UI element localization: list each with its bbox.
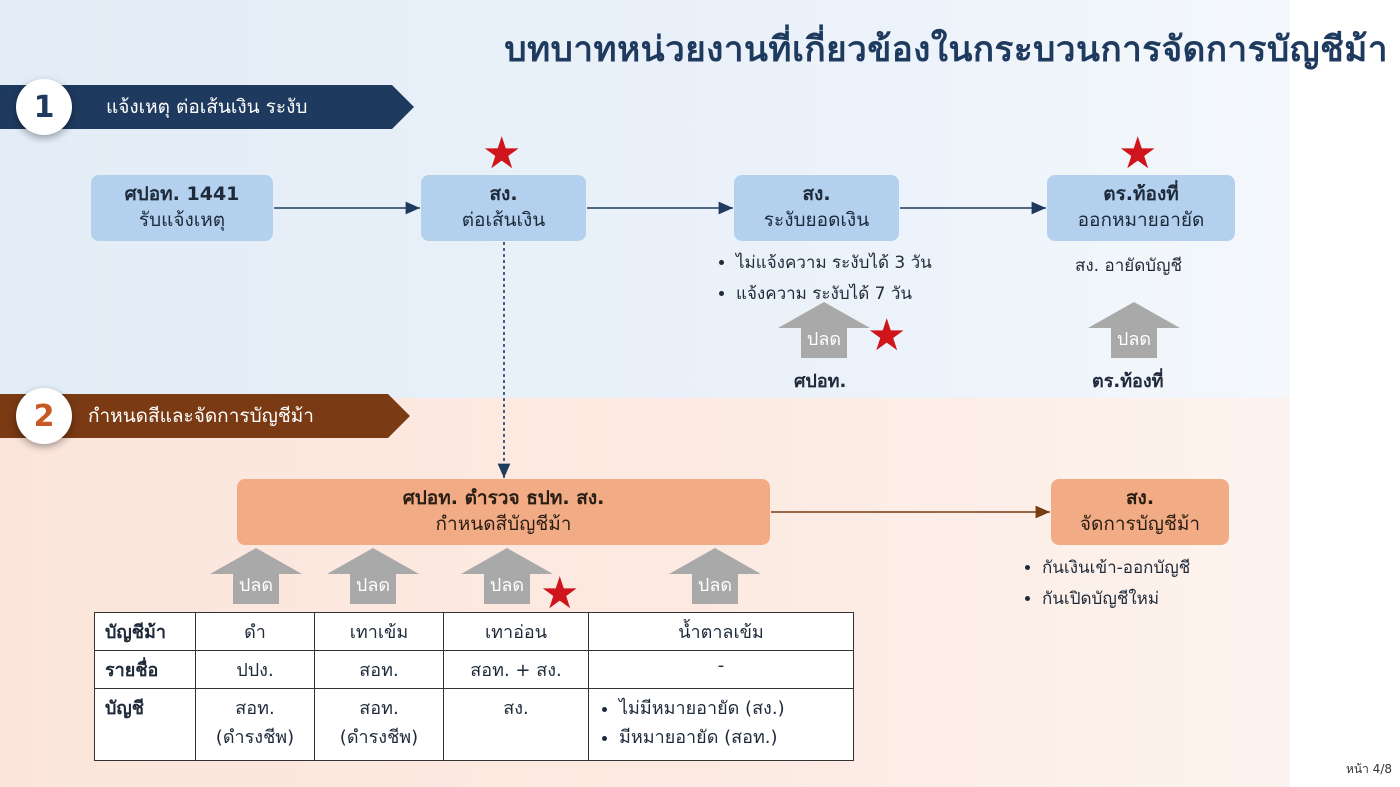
box-manage-accounts-line2: จัดการบัญชีม้า: [1079, 513, 1201, 535]
box-issue-warrant: ตร.ท้องที่ ออกหมายอายัด: [1047, 175, 1235, 241]
release-label: ปลด: [806, 329, 842, 350]
table-cell: สอท. + สง.: [443, 650, 589, 689]
release-label: ปลด: [238, 575, 274, 596]
list-item: กันเปิดบัญชีใหม่: [1042, 585, 1190, 612]
list-item: กันเงินเข้า-ออกบัญชี: [1042, 554, 1190, 581]
list-item: แจ้งความ ระงับได้ 7 วัน: [736, 280, 932, 307]
release-actor-local-police: ตร.ท้องที่: [1092, 371, 1164, 392]
release-label: ปลด: [489, 575, 525, 596]
box-trace-money-line1: สง.: [489, 183, 518, 206]
box-classify-accounts-line2: กำหนดสีบัญชีม้า: [435, 513, 572, 535]
box-report-center: ศปอท. 1441 รับแจ้งเหตุ: [91, 175, 273, 241]
table-cell: ปปง.: [195, 650, 315, 689]
release-up-arrow-icon: ปลด: [669, 548, 761, 604]
box-manage-accounts: สง. จัดการบัญชีม้า: [1051, 479, 1229, 545]
manage-actions-list: กันเงินเข้า-ออกบัญชี กันเปิดบัญชีใหม่: [1020, 554, 1190, 616]
table-header-cell: เทาอ่อน: [443, 612, 589, 651]
table-row: บัญชีม้า ดำ เทาเข้ม เทาอ่อน น้ำตาลเข้ม: [94, 612, 854, 651]
box-issue-warrant-line2: ออกหมายอายัด: [1077, 209, 1205, 231]
section-1-label: แจ้งเหตุ ต่อเส้นเงิน ระงับ: [106, 96, 308, 118]
table-cell: -: [588, 650, 854, 689]
release-label: ปลด: [697, 575, 733, 596]
box-trace-money-line2: ต่อเส้นเงิน: [461, 209, 546, 231]
table-row-label: รายชื่อ: [94, 650, 196, 689]
freeze-conditions-list: ไม่แจ้งความ ระงับได้ 3 วัน แจ้งความ ระงั…: [714, 249, 932, 311]
table-cell: ไม่มีหมายอายัด (สง.) มีหมายอายัด (สอท.): [588, 688, 854, 761]
release-up-arrow-icon: ปลด: [1088, 302, 1180, 358]
star-icon: ★: [867, 310, 907, 361]
list-item: ไม่แจ้งความ ระงับได้ 3 วัน: [736, 249, 932, 276]
box-classify-accounts: ศปอท. ตำรวจ ธปท. สง. กำหนดสีบัญชีม้า: [237, 479, 770, 545]
box-manage-accounts-line1: สง.: [1125, 487, 1155, 510]
section-1-banner: แจ้งเหตุ ต่อเส้นเงิน ระงับ: [0, 85, 414, 129]
table-header-cell: บัญชีม้า: [94, 612, 196, 651]
table-header-cell: ดำ: [195, 612, 315, 651]
table-cell: สอท. (ดำรงชีพ): [195, 688, 315, 761]
box-report-center-line1: ศปอท. 1441: [124, 183, 240, 206]
star-icon: ★: [1118, 128, 1158, 179]
box-freeze-funds-line1: สง.: [802, 183, 831, 206]
page-title: บทบาทหน่วยงานที่เกี่ยวข้องในกระบวนการจัด…: [504, 30, 1388, 70]
mule-account-table: บัญชีม้า ดำ เทาเข้ม เทาอ่อน น้ำตาลเข้ม ร…: [94, 612, 854, 761]
freeze-account-note: สง. อายัดบัญชี: [1075, 256, 1183, 276]
section-1-number: 1: [16, 79, 72, 135]
section-2-number: 2: [16, 388, 72, 444]
release-up-arrow-icon: ปลด: [778, 302, 870, 358]
box-issue-warrant-line1: ตร.ท้องที่: [1103, 183, 1179, 206]
table-cell: สอท. (ดำรงชีพ): [314, 688, 444, 761]
table-row: บัญชี สอท. (ดำรงชีพ) สอท. (ดำรงชีพ) สง. …: [94, 688, 854, 761]
table-cell: สง.: [443, 688, 589, 761]
release-up-arrow-icon: ปลด: [327, 548, 419, 604]
list-item: มีหมายอายัด (สอท.): [619, 722, 843, 751]
box-freeze-funds-line2: ระงับยอดเงิน: [763, 209, 870, 231]
release-up-arrow-icon: ปลด: [461, 548, 553, 604]
list-item: ไม่มีหมายอายัด (สง.): [619, 693, 843, 722]
release-actor-cyber: ศปอท.: [794, 371, 847, 392]
page-number: หน้า 4/8: [1346, 762, 1392, 776]
box-freeze-funds: สง. ระงับยอดเงิน: [734, 175, 899, 241]
table-header-cell: น้ำตาลเข้ม: [588, 612, 854, 651]
table-header-cell: เทาเข้ม: [314, 612, 444, 651]
box-trace-money: สง. ต่อเส้นเงิน: [421, 175, 586, 241]
star-icon: ★: [540, 568, 580, 619]
table-cell: สอท.: [314, 650, 444, 689]
box-classify-accounts-line1: ศปอท. ตำรวจ ธปท. สง.: [402, 487, 605, 510]
box-report-center-line2: รับแจ้งเหตุ: [138, 209, 226, 231]
section-2-label: กำหนดสีและจัดการบัญชีม้า: [88, 405, 314, 427]
release-label: ปลด: [1116, 329, 1152, 350]
release-label: ปลด: [355, 575, 391, 596]
release-up-arrow-icon: ปลด: [210, 548, 302, 604]
table-row: รายชื่อ ปปง. สอท. สอท. + สง. -: [94, 650, 854, 689]
star-icon: ★: [482, 128, 522, 179]
table-row-label: บัญชี: [94, 688, 196, 761]
